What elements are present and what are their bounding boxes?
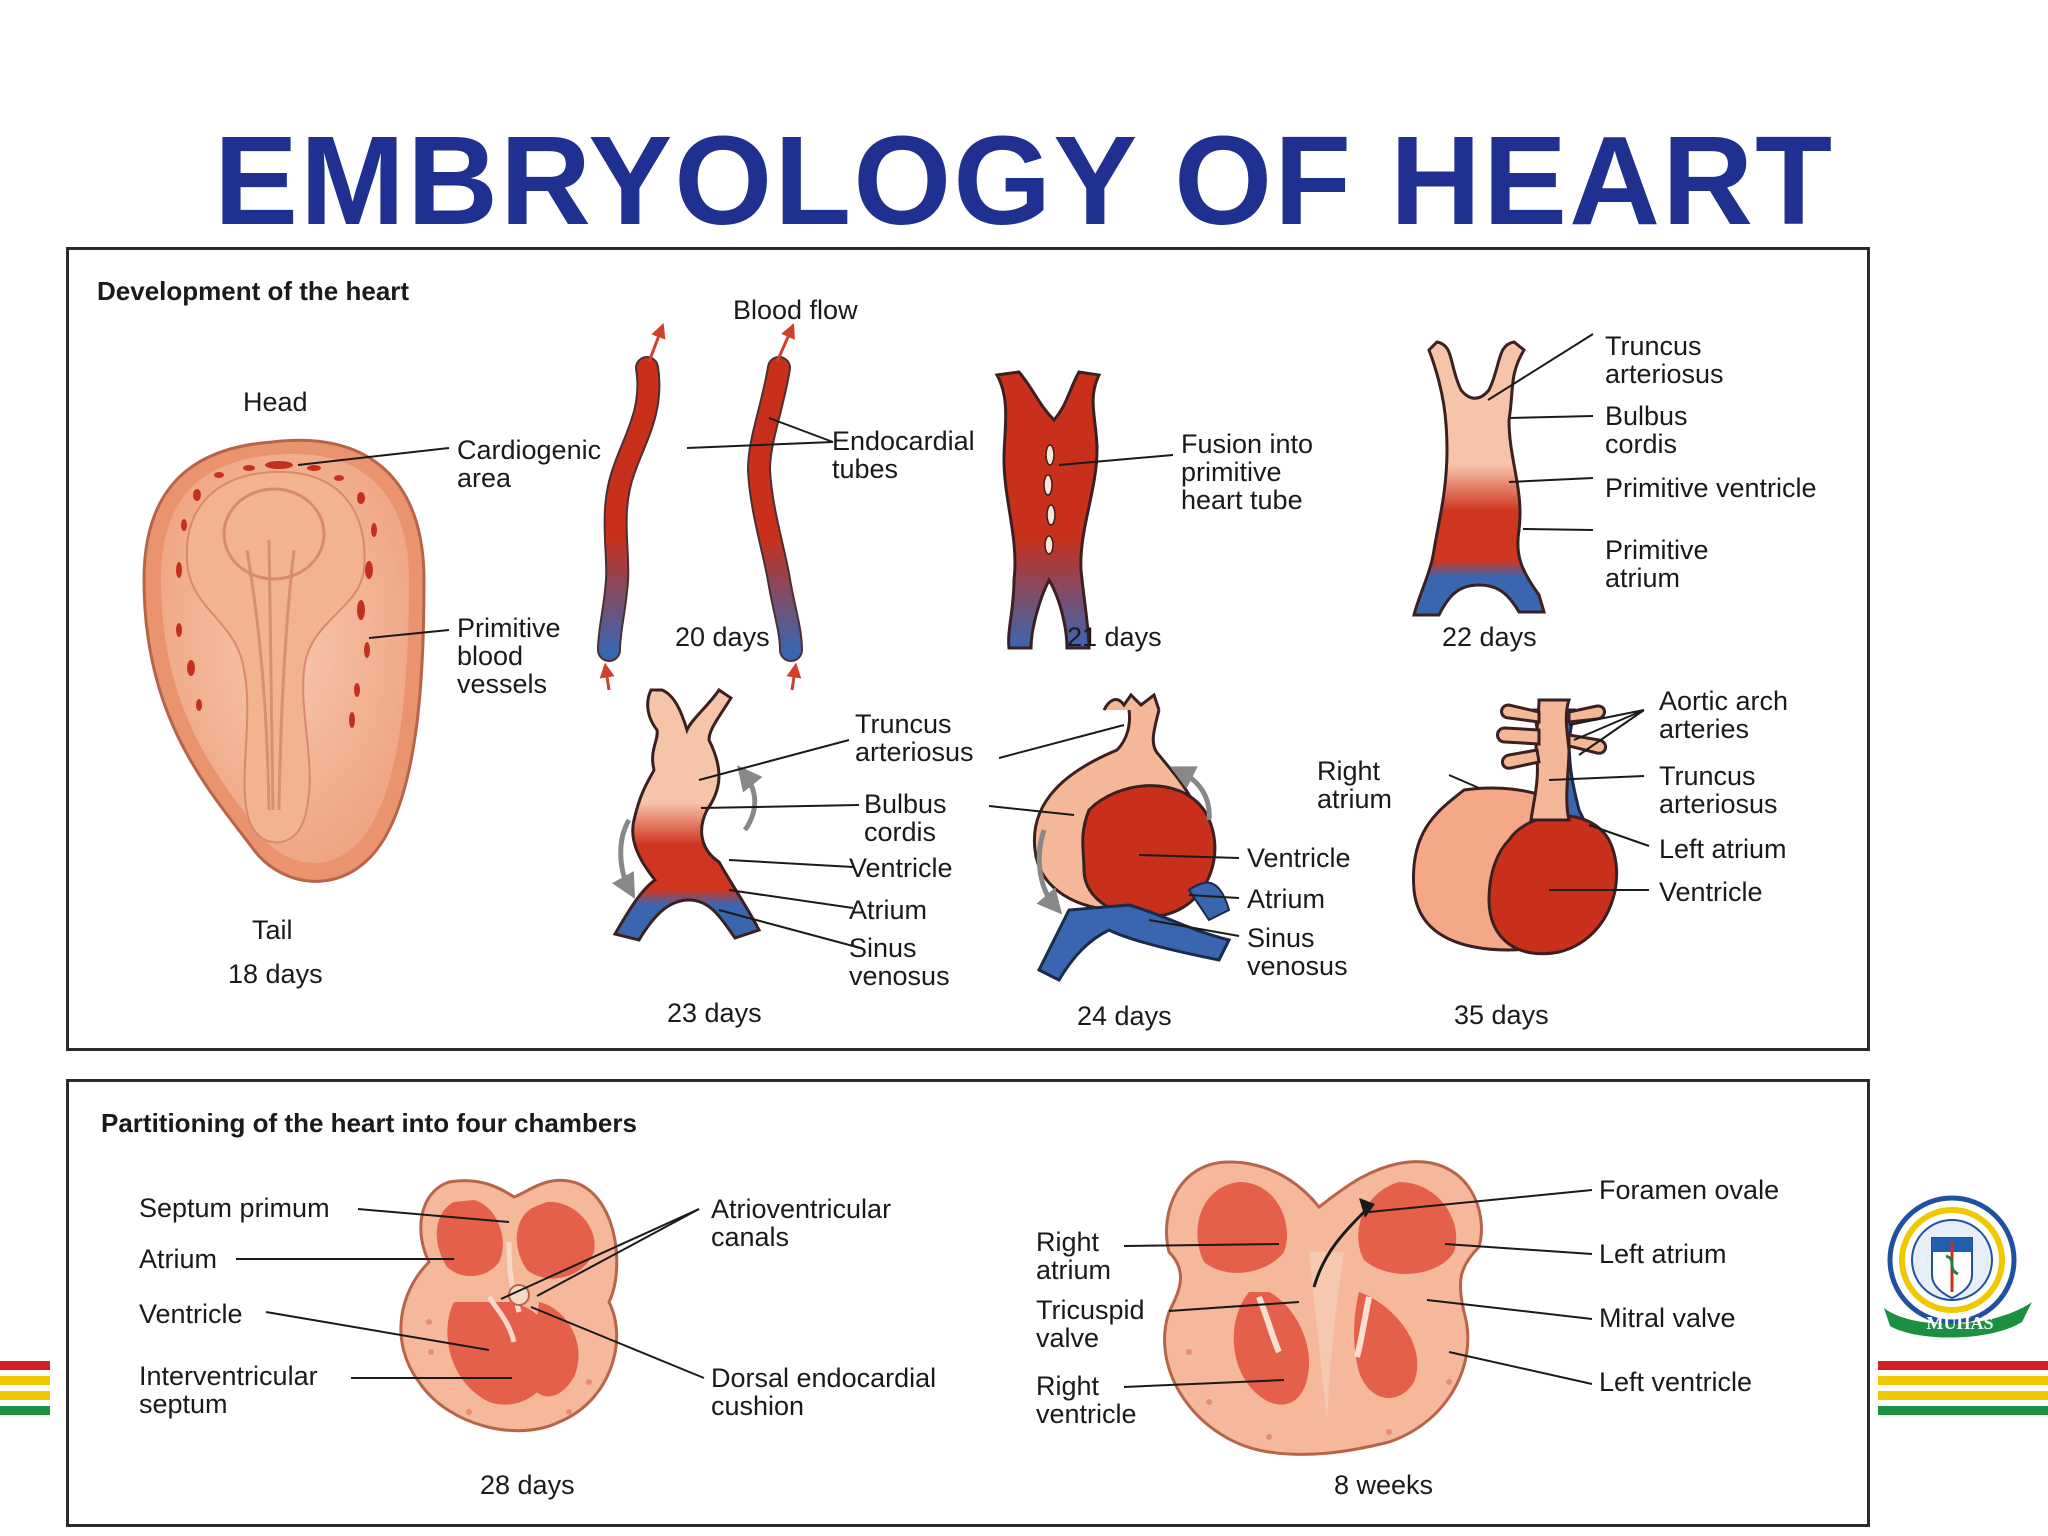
left-atrium-35-label: Left atrium [1659,834,1787,864]
heart-tube-22-days [1412,333,1594,617]
primitive-ventricle-label: Primitive ventricle [1605,473,1817,503]
interventricular-septum-label: Interventricular septum [139,1361,318,1419]
right-stripe-green [1878,1406,2048,1415]
primitive-blood-vessels-label: Primitive blood vessels [457,613,561,699]
truncus-arteriosus-23-label: Truncus arteriosus [855,709,974,767]
left-stripe-red [0,1361,50,1370]
heart-looping-23-days [612,687,860,947]
blood-flow-label: Blood flow [733,295,858,325]
muhas-logo: MUHAS [1884,1195,2032,1338]
right-ventricle-label: Right ventricle [1036,1371,1137,1429]
endocardial-tubes-label: Endocardial tubes [832,426,975,484]
logo-text: MUHAS [1927,1313,1994,1333]
development-illustration [142,322,1650,982]
left-atrium-label: Left atrium [1599,1239,1727,1269]
stage-label-23-days: 23 days [667,998,762,1028]
fusion-heart-tube-label: Fusion into primitive heart tube [1181,429,1314,515]
sinus-venosus-24-label: Sinus venosus [1247,923,1348,981]
atrium-23-label: Atrium [849,895,928,925]
cardiogenic-area-label: Cardiogenic area [457,435,602,493]
development-panel-title: Development of the heart [97,276,410,306]
bulbus-cordis-22-label: Bulbus cordis [1605,401,1688,459]
embryo-18-days [142,438,450,883]
right-stripe-yellow-2 [1878,1391,2048,1400]
stage-label-35-days: 35 days [1454,1000,1549,1030]
endocardial-tubes-20-days [597,322,834,691]
truncus-arteriosus-35-label: Truncus arteriosus [1659,761,1778,819]
partitioning-illustration [236,1160,1593,1456]
atrium-24-label: Atrium [1247,884,1326,914]
right-stripe-yellow [1878,1376,2048,1385]
primitive-atrium-label: Primitive atrium [1605,535,1709,593]
development-panel: Development of the heart [66,247,1870,1051]
head-label: Head [243,387,308,417]
right-atrium-label: Right atrium [1036,1227,1112,1285]
left-ventricle-label: Left ventricle [1599,1367,1753,1397]
tail-label: Tail [252,915,293,945]
ventricle-label: Ventricle [139,1299,243,1329]
atrioventricular-canals-label: Atrioventricular canals [711,1194,892,1252]
heart-35-days [1411,698,1650,956]
mitral-valve-label: Mitral valve [1599,1303,1736,1333]
heart-8-weeks [1123,1160,1593,1456]
right-stripe-red [1878,1361,2048,1370]
sinus-venosus-23-label: Sinus venosus [849,933,950,991]
aortic-arch-arteries-label: Aortic arch arteries [1659,686,1789,744]
left-stripe-green [0,1406,50,1415]
stage-label-20-days: 20 days [675,622,770,652]
stage-label-24-days: 24 days [1077,1001,1172,1031]
ventricle-35-label: Ventricle [1659,877,1763,907]
atrium-label: Atrium [139,1244,218,1274]
right-atrium-35-label: Right atrium [1317,756,1393,814]
stage-label-18-days: 18 days [228,959,323,989]
stage-label-21-days: 21 days [1067,622,1162,652]
foramen-ovale-label: Foramen ovale [1599,1175,1780,1205]
dorsal-endocardial-cushion-label: Dorsal endocardial cushion [711,1363,937,1421]
page-title: EMBRYOLOGY OF HEART [213,110,1835,251]
ventricle-24-label: Ventricle [1247,843,1351,873]
fused-tube-21-days [994,370,1174,650]
heart-28-days [236,1178,705,1433]
septum-primum-label: Septum primum [139,1193,330,1223]
partitioning-panel-title: Partitioning of the heart into four cham… [101,1108,637,1138]
left-stripe-yellow [0,1376,50,1385]
bulbus-cordis-23-label: Bulbus cordis [864,789,947,847]
truncus-arteriosus-22-label: Truncus arteriosus [1605,331,1724,389]
stage-label-22-days: 22 days [1442,622,1537,652]
tricuspid-valve-label: Tricuspid valve [1036,1295,1145,1353]
partitioning-panel: Partitioning of the heart into four cham… [66,1079,1870,1527]
stage-label-8-weeks: 8 weeks [1334,1470,1434,1500]
ventricle-23-label: Ventricle [849,853,953,883]
stage-label-28-days: 28 days [480,1470,575,1500]
left-stripe-yellow-2 [0,1391,50,1400]
heart-24-days [988,692,1240,982]
